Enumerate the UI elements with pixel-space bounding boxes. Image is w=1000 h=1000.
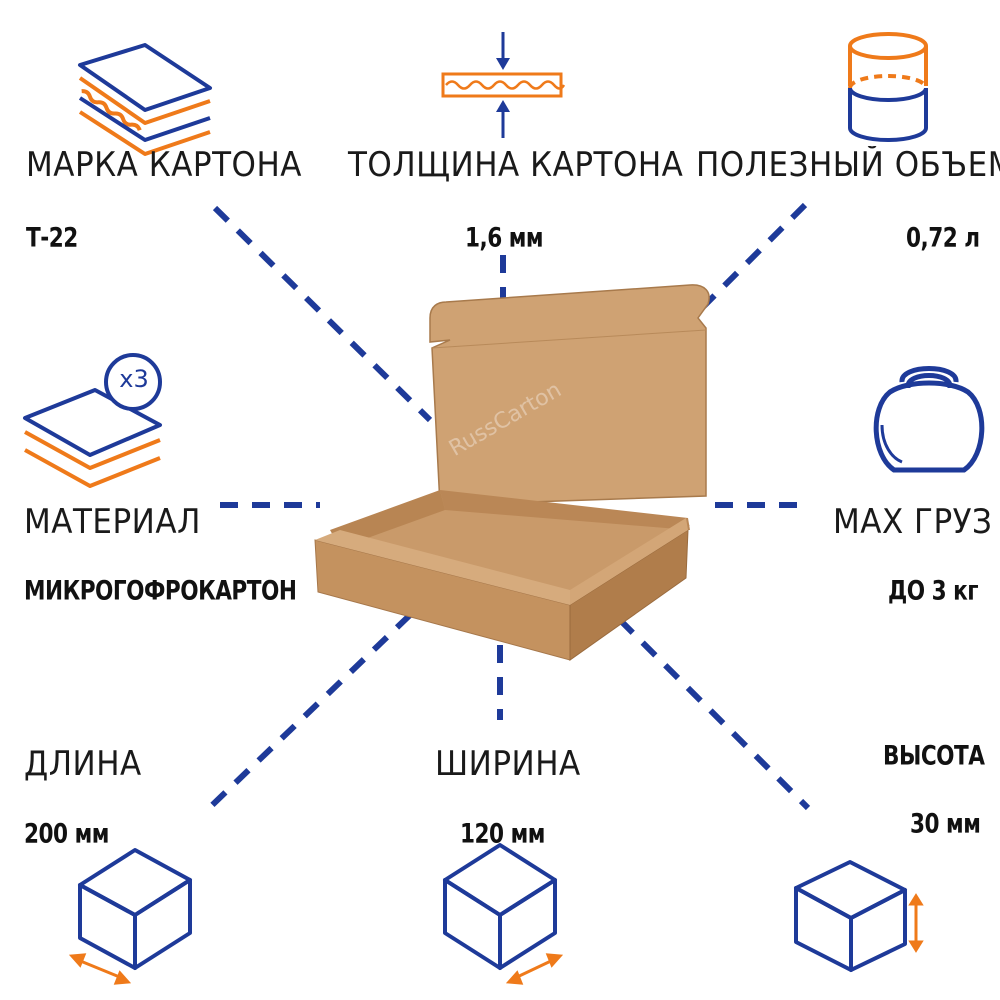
box-side-wall: [569, 529, 689, 661]
cylinder-volume-icon: [848, 32, 928, 142]
x3-badge: [104, 353, 162, 411]
width-arrow: [505, 953, 564, 985]
volume-label: ПОЛЕЗНЫЙ ОБЪЕМ: [696, 146, 1000, 185]
thickness-value: 1,6 мм: [465, 222, 544, 254]
corrugated-layers-icon: [78, 43, 212, 156]
thickness-label: ТОЛЩИНА КАРТОНА: [348, 146, 684, 185]
connector-grade: [212, 205, 433, 423]
length-label: ДЛИНА: [24, 745, 142, 784]
three-layers-icon: [23, 388, 162, 488]
grade-value: Т-22: [26, 222, 78, 254]
max-load-label: MAX ГРУЗ: [833, 503, 993, 542]
thickness-arrows-icon: [441, 32, 566, 138]
length-arrow: [68, 953, 132, 985]
grade-label: МАРКА КАРТОНА: [26, 146, 302, 185]
connector-height: [617, 617, 811, 811]
x3-badge-text: x3: [119, 365, 149, 393]
cube-length-icon: [78, 848, 192, 970]
width-label: ШИРИНА: [435, 745, 581, 784]
material-value: МИКРОГОФРОКАРТОН: [24, 575, 297, 607]
width-value: 120 мм: [460, 818, 545, 850]
length-value: 200 мм: [24, 818, 109, 850]
volume-value: 0,72 л: [906, 222, 980, 254]
height-value: 30 мм: [910, 808, 981, 840]
cube-height-icon: [794, 860, 907, 972]
kettlebell-icon: [873, 366, 985, 473]
connector-length: [202, 612, 413, 815]
material-label: МАТЕРИАЛ: [24, 503, 201, 542]
cube-width-icon: [443, 843, 557, 970]
open-mailer-box: [314, 284, 710, 661]
box-lid: [429, 284, 710, 506]
height-arrow: [908, 893, 924, 953]
max-load-value: ДО 3 кг: [888, 575, 979, 607]
height-label: ВЫСОТА: [883, 740, 985, 772]
